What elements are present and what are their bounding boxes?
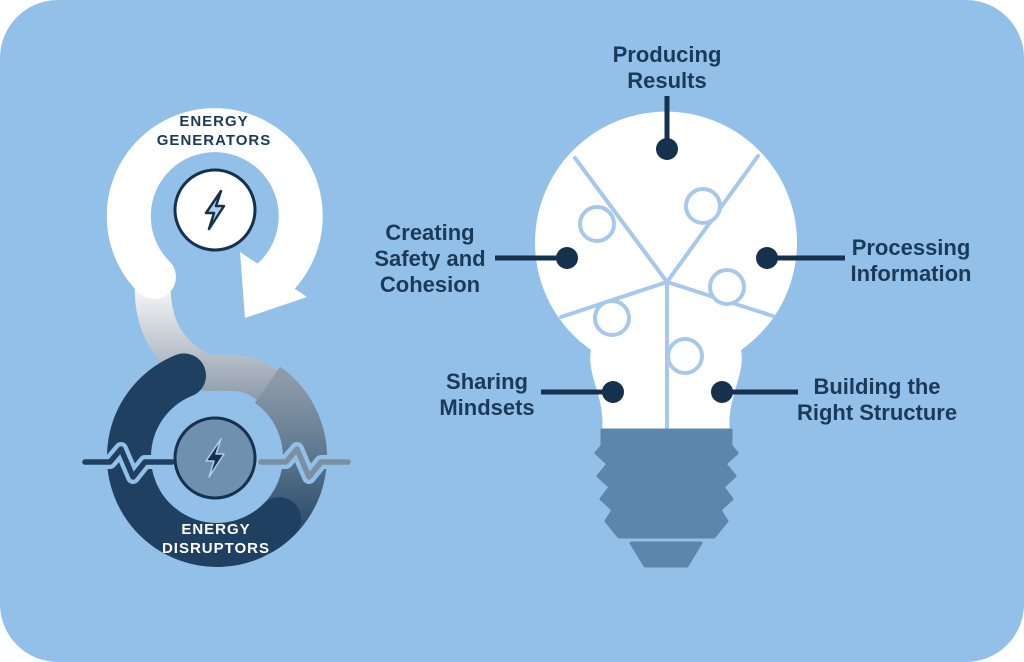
- callout-connectors: [495, 96, 845, 403]
- generator-loop-ring: [106, 108, 323, 304]
- energy-disruptors-label: ENERGY DISRUPTORS: [161, 521, 271, 557]
- callout-sharing-mindsets: Sharing Mindsets: [439, 369, 535, 420]
- callout-creating-safety-cohesion: Creating Safety and Cohesion: [374, 220, 486, 297]
- disruptor-loop-dark-arc: [106, 353, 302, 567]
- callout-building-right-structure: Building the Right Structure: [796, 374, 958, 425]
- bulb-screw-base: [594, 428, 739, 539]
- energy-generators-label: ENERGY GENERATORS: [156, 113, 272, 149]
- heartbeat-left-icon: [82, 446, 175, 480]
- callout-processing-information: Processing Information: [850, 235, 972, 286]
- puzzle-knobs: [578, 187, 746, 375]
- bulb-base-tip: [629, 541, 703, 568]
- heartbeat-right-icon: [258, 446, 351, 480]
- callout-producing-results: Producing Results: [612, 42, 722, 93]
- lightning-bolt-icon: [204, 189, 226, 231]
- loop-arrowhead-icon: [240, 252, 307, 318]
- lightning-bolt-icon: [205, 438, 225, 478]
- puzzle-lightbulb-figure: [495, 96, 845, 568]
- energy-loop-figure: [82, 108, 351, 567]
